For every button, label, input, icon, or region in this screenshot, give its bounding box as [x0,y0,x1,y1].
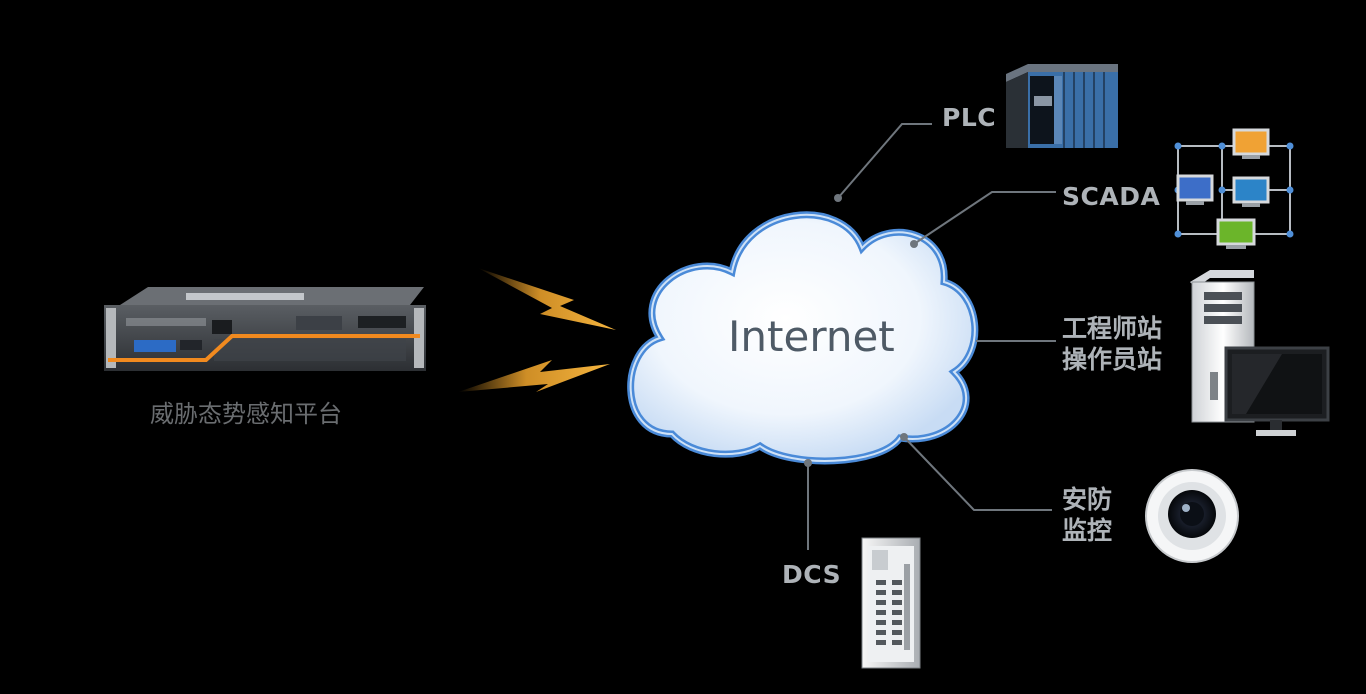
dcs-cabinet-icon [861,537,921,669]
workstation-label: 工程师站 操作员站 [1062,313,1162,375]
scada-network-icon [1174,128,1294,249]
plc-label: PLC [942,103,997,132]
lightning-bolt-icon [478,268,616,330]
plc-connector [834,123,932,202]
threat-platform-appliance-icon [104,287,426,371]
security-label-line2: 监控 [1062,516,1113,545]
plc-cabinet-icon [1006,64,1118,148]
internet-label: Internet [728,312,895,361]
dcs-label: DCS [782,560,842,589]
scada-connector [910,191,1056,248]
scada-label: SCADA [1062,182,1161,211]
security-monitoring-label: 安防 监控 [1062,484,1112,546]
dcs-connector [804,459,812,550]
security-connector [900,433,1052,511]
workstation-icon [1190,270,1330,436]
threat-platform-label: 威胁态势感知平台 [150,400,342,428]
engineer-station-label: 工程师站 [1062,314,1163,343]
internet-cloud-icon [627,211,979,465]
security-label-line1: 安防 [1062,485,1113,514]
operator-station-label: 操作员站 [1062,345,1163,374]
security-camera-icon [1145,469,1239,563]
lightning-bolt-icon [458,360,610,392]
